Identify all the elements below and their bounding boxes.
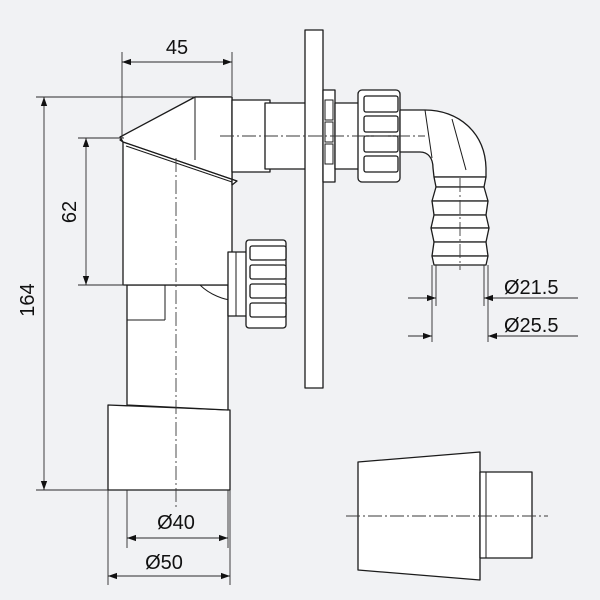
dimension-pipe-diameters: Ø40 Ø50 [107,490,231,585]
dim-label-25-5: Ø25.5 [504,315,558,337]
dimension-hose-diameters: Ø21.5 Ø25.5 [408,265,578,342]
coupling-nut [334,89,401,183]
siphon-body [107,96,238,491]
lower-body [126,284,229,411]
bottom-socket [107,404,231,491]
wall-plate [304,29,336,389]
dim-label-62: 62 [59,201,81,223]
dimension-45: 45 [121,37,233,138]
dim-label-45: 45 [166,37,188,59]
hose-elbow [399,109,490,266]
dim-label-40: Ø40 [157,512,195,534]
dim-label-50: Ø50 [145,552,183,574]
dim-label-164: 164 [17,283,39,316]
center-lines [175,135,548,517]
dimension-164: 164 [17,96,195,491]
side-inlet-nut [227,239,287,329]
dimension-62: 62 [59,137,124,286]
dim-label-21-5: Ø21.5 [504,277,558,299]
